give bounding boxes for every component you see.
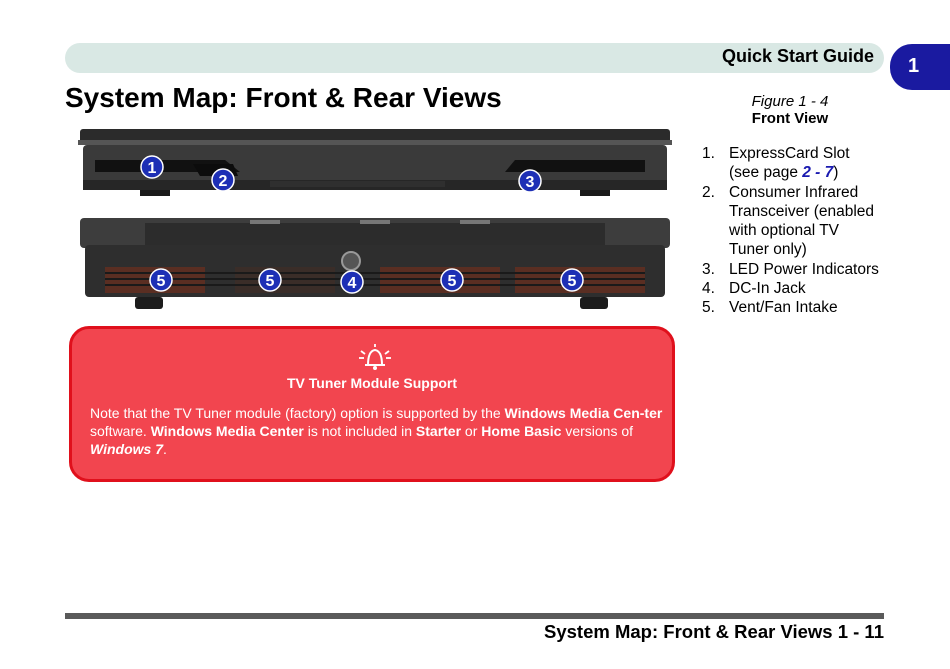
legend-label: Vent/Fan Intake <box>729 299 838 317</box>
figure-title: Front View <box>751 110 829 127</box>
note-bold-run: Starter <box>415 423 462 439</box>
legend-ref-prefix: (see page <box>729 164 803 182</box>
svg-text:5: 5 <box>157 273 166 290</box>
chapter-tab: 1 <box>890 44 950 90</box>
rear-foot-right <box>580 297 608 309</box>
running-header: Quick Start Guide <box>721 46 874 66</box>
svg-text:5: 5 <box>568 273 577 290</box>
legend-label: LED Power Indicators <box>729 260 879 278</box>
callout-1: 1 <box>140 155 164 179</box>
hinge-center <box>145 223 605 245</box>
front-lip <box>270 181 445 187</box>
legend-number: 4. <box>702 280 715 298</box>
legend-number: 2. <box>702 183 715 201</box>
svg-text:2: 2 <box>219 173 228 190</box>
note-text-run: Note that the TV Tuner module (factory) … <box>90 405 505 421</box>
note-text-run: versions of <box>561 423 634 439</box>
svg-text:3: 3 <box>526 174 535 191</box>
hinge-slot-3 <box>460 220 490 224</box>
dc-in-jack <box>341 251 361 271</box>
callout-5c: 5 <box>440 268 464 292</box>
legend-item: 4. DC-In Jack <box>702 279 882 298</box>
note-bold-run: Windows Media Cen-ter <box>504 405 663 421</box>
legend-item: 5. Vent/Fan Intake <box>702 298 882 317</box>
legend-number: 5. <box>702 299 715 317</box>
legend-label: Consumer Infrared Transceiver (enabled w… <box>729 183 875 259</box>
callout-5a: 5 <box>149 268 173 292</box>
note-bold-italic-run: Windows 7 <box>90 441 163 457</box>
figure-number: Figure 1 - 4 <box>751 93 829 110</box>
front-view-photo: 1 2 3 <box>78 129 672 196</box>
legend-item: 1. ExpressCard Slot (see page 2 - 7) <box>702 144 882 183</box>
svg-text:1: 1 <box>148 160 157 177</box>
svg-text:5: 5 <box>448 273 457 290</box>
svg-text:4: 4 <box>348 275 357 292</box>
lid-highlight <box>78 140 672 145</box>
callout-4: 4 <box>340 270 364 294</box>
callout-2: 2 <box>211 168 235 192</box>
hinge-slot-1 <box>250 220 280 224</box>
rear-foot-left <box>135 297 163 309</box>
legend-label: ExpressCard Slot <box>729 145 850 162</box>
legend-item: 2. Consumer Infrared Transceiver (enable… <box>702 183 882 260</box>
page-title: System Map: Front & Rear Views <box>65 82 502 113</box>
note-text-run: is not included in <box>303 423 416 439</box>
note-text-run: . <box>163 441 167 457</box>
note-bold-run: Home Basic <box>481 423 562 439</box>
callout-5d: 5 <box>560 268 584 292</box>
note-text-run: software. <box>90 423 151 439</box>
callout-5b: 5 <box>258 268 282 292</box>
bell-alarm-icon <box>359 344 391 370</box>
callout-3: 3 <box>518 169 542 193</box>
legend-item: 3. LED Power Indicators <box>702 260 882 279</box>
foot-left <box>140 190 170 196</box>
legend-label: DC-In Jack <box>729 280 806 298</box>
note-bold-run: Windows Media Center <box>150 423 304 439</box>
legend-ref-suffix: ) <box>833 164 839 182</box>
lid-edge <box>80 129 670 143</box>
svg-text:5: 5 <box>266 273 275 290</box>
chapter-number: 1 <box>908 55 920 77</box>
note-title: TV Tuner Module Support <box>286 375 458 391</box>
right-grille <box>505 160 645 172</box>
header-bar: Quick Start Guide <box>65 43 884 73</box>
page-reference-link[interactable]: 2 - 7 <box>802 164 834 182</box>
footer-rule <box>65 613 884 619</box>
vent-slats <box>105 272 645 286</box>
foot-right <box>580 190 610 196</box>
figure-caption-block: Figure 1 - 4 Front View <box>700 93 880 127</box>
legend-number: 1. <box>702 145 715 162</box>
running-footer: System Map: Front & Rear Views 1 - 11 <box>544 621 884 642</box>
legend-number: 3. <box>702 260 715 278</box>
figure-legend: 1. ExpressCard Slot (see page 2 - 7) 2. … <box>702 144 882 318</box>
note-text: Note that the TV Tuner module (factory) … <box>90 404 664 458</box>
hinge-slot-2 <box>360 220 390 224</box>
note-text-run: or <box>461 423 482 439</box>
rear-view-photo: 5 5 4 5 5 <box>80 218 670 309</box>
note-box: TV Tuner Module Support Note that the TV… <box>69 326 675 482</box>
